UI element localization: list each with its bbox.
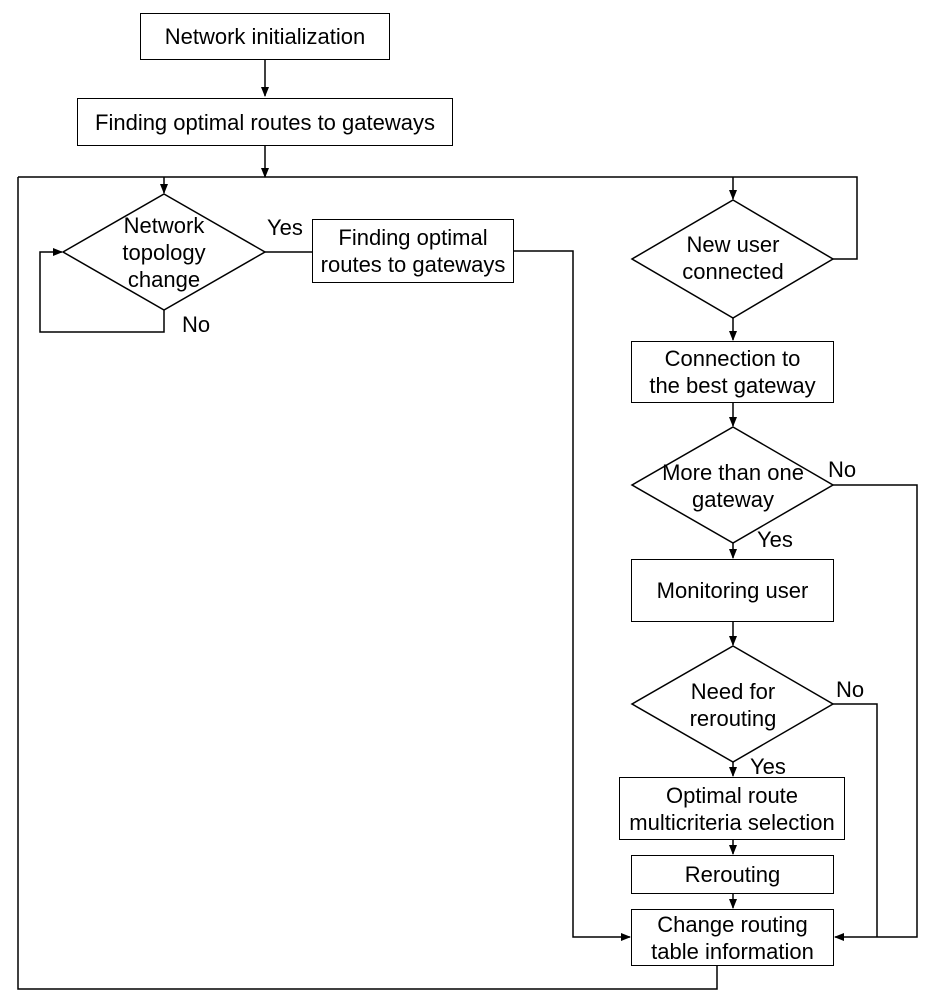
edge-topology-no-loop	[39, 248, 165, 333]
label-more-yes: Yes	[757, 527, 793, 552]
decision-need-for-rerouting: Need for rerouting	[689, 679, 777, 731]
label-need-yes: Yes	[750, 754, 786, 779]
decision-new-user-connected: New user connected	[682, 232, 784, 284]
node-monitoring-user: Monitoring user	[631, 559, 834, 622]
node-change-routing-table: Change routing table information	[631, 909, 834, 966]
node-rerouting: Rerouting	[631, 855, 834, 894]
node-finding-optimal-routes-right: Finding optimal routes to gateways	[312, 219, 514, 283]
label-more-no: No	[828, 457, 857, 482]
edge-newuser-self-loop	[733, 176, 858, 260]
edge-findright-to-change	[514, 250, 631, 941]
decision-network-topology-change: Network topology change	[122, 213, 206, 292]
decision-more-than-one-gateway: More than one gateway	[662, 460, 804, 512]
edge-change-to-loop	[17, 177, 718, 990]
label-topology-no: No	[182, 312, 211, 337]
node-network-initialization: Network initialization	[140, 13, 390, 60]
edge-need-no	[833, 703, 878, 937]
node-optimal-route-selection: Optimal route multicriteria selection	[619, 777, 845, 840]
edge-more-no	[833, 484, 918, 941]
node-finding-optimal-routes-top: Finding optimal routes to gateways	[77, 98, 453, 146]
node-connection-best-gateway: Connection to the best gateway	[631, 341, 834, 403]
label-topology-yes: Yes	[267, 215, 303, 240]
label-need-no: No	[836, 677, 865, 702]
